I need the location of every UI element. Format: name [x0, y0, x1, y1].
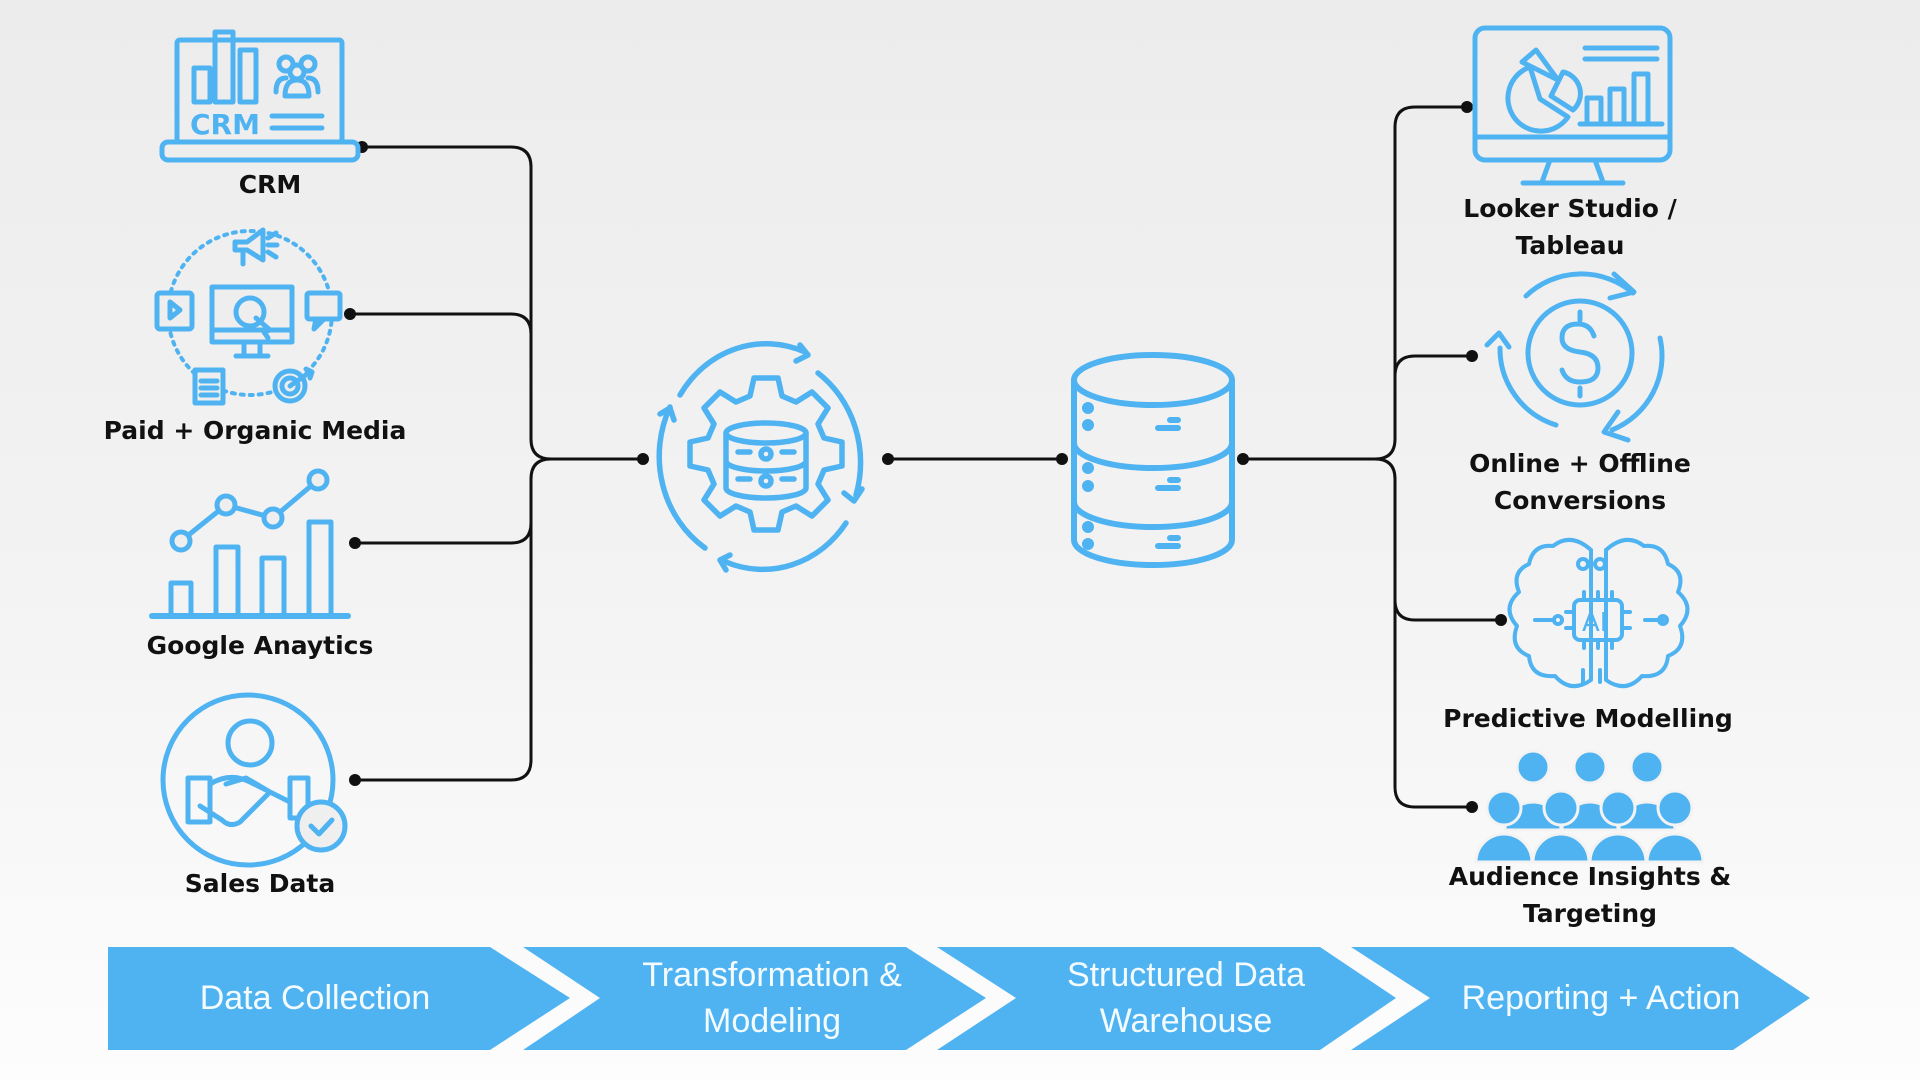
connector-warehouse-out	[1243, 105, 1467, 461]
stage-label-line: Warehouse	[1099, 1002, 1273, 1040]
connector-dot	[1056, 453, 1068, 465]
gear-database-cycle-icon	[656, 340, 865, 573]
stage-arrow-data-collection	[108, 947, 570, 1050]
output-label-line: Looker Studio /	[1463, 194, 1677, 223]
stage-label-data-collection: Data Collection	[200, 975, 431, 1021]
stage-label-line: Structured Data	[1066, 956, 1306, 994]
connector-sales	[355, 479, 533, 782]
database-stack-icon	[1071, 352, 1235, 568]
connector-media	[350, 312, 533, 439]
stage-arrow-transformation	[523, 947, 986, 1050]
connector-dot	[1466, 350, 1478, 362]
handshake-dollar-icon	[160, 692, 348, 868]
audience-group-icon	[1474, 749, 1705, 864]
connector-dot	[1466, 801, 1478, 813]
stage-label-line: Data Collection	[199, 979, 431, 1017]
connector-crm	[362, 145, 643, 461]
source-label-crm: CRM	[238, 170, 302, 199]
dollar-cycle-icon	[1484, 271, 1665, 443]
stage-label-warehouse: Structured Data Warehouse	[1067, 952, 1305, 1044]
ai-brain-icon: AI	[1507, 538, 1690, 688]
connector-dot	[349, 774, 361, 786]
output-label-line: Conversions	[1493, 486, 1667, 515]
output-label-line: Tableau	[1515, 231, 1625, 260]
stage-label-line: Transformation &	[642, 956, 902, 994]
output-label-line: Predictive Modelling	[1443, 704, 1733, 733]
connector-conversions	[1393, 354, 1472, 439]
svg-text:AI: AI	[1582, 608, 1607, 638]
dashboard-monitor-icon	[1472, 25, 1673, 186]
paid-organic-media-icon	[154, 227, 343, 406]
crm-icon-text: CRM	[190, 108, 260, 141]
connector-dot	[1495, 614, 1507, 626]
output-label-line: Audience Insights &	[1448, 862, 1732, 891]
output-label-audience: Audience Insights & Targeting	[1449, 858, 1731, 932]
output-label-line: Targeting	[1522, 899, 1658, 928]
connector-dot	[344, 308, 356, 320]
stage-label-line: Reporting + Action	[1461, 979, 1741, 1017]
connector-dot	[637, 453, 649, 465]
connector-dot	[349, 537, 361, 549]
stage-label-line: Modeling	[703, 1002, 841, 1040]
source-label-media: Paid + Organic Media	[103, 416, 407, 445]
output-label-conversions: Online + Offline Conversions	[1469, 445, 1691, 519]
source-label-ga: Google Anaytics	[146, 631, 374, 660]
connector-dot	[1237, 453, 1249, 465]
output-label-line: Online + Offline	[1469, 449, 1691, 478]
stage-arrow-reporting	[1351, 947, 1810, 1050]
connector-dot	[882, 453, 894, 465]
connector-audience	[1393, 600, 1472, 809]
output-label-looker: Looker Studio / Tableau	[1463, 190, 1676, 264]
stage-arrow-warehouse	[937, 947, 1396, 1050]
stage-label-reporting: Reporting + Action	[1462, 975, 1741, 1021]
crm-laptop-icon	[159, 29, 361, 163]
stage-label-transformation: Transformation & Modeling	[642, 952, 902, 1044]
output-label-predictive: Predictive Modelling	[1443, 700, 1733, 737]
connector-dot	[1461, 101, 1473, 113]
analytics-chart-icon	[149, 468, 351, 619]
source-label-sales: Sales Data	[184, 869, 336, 898]
